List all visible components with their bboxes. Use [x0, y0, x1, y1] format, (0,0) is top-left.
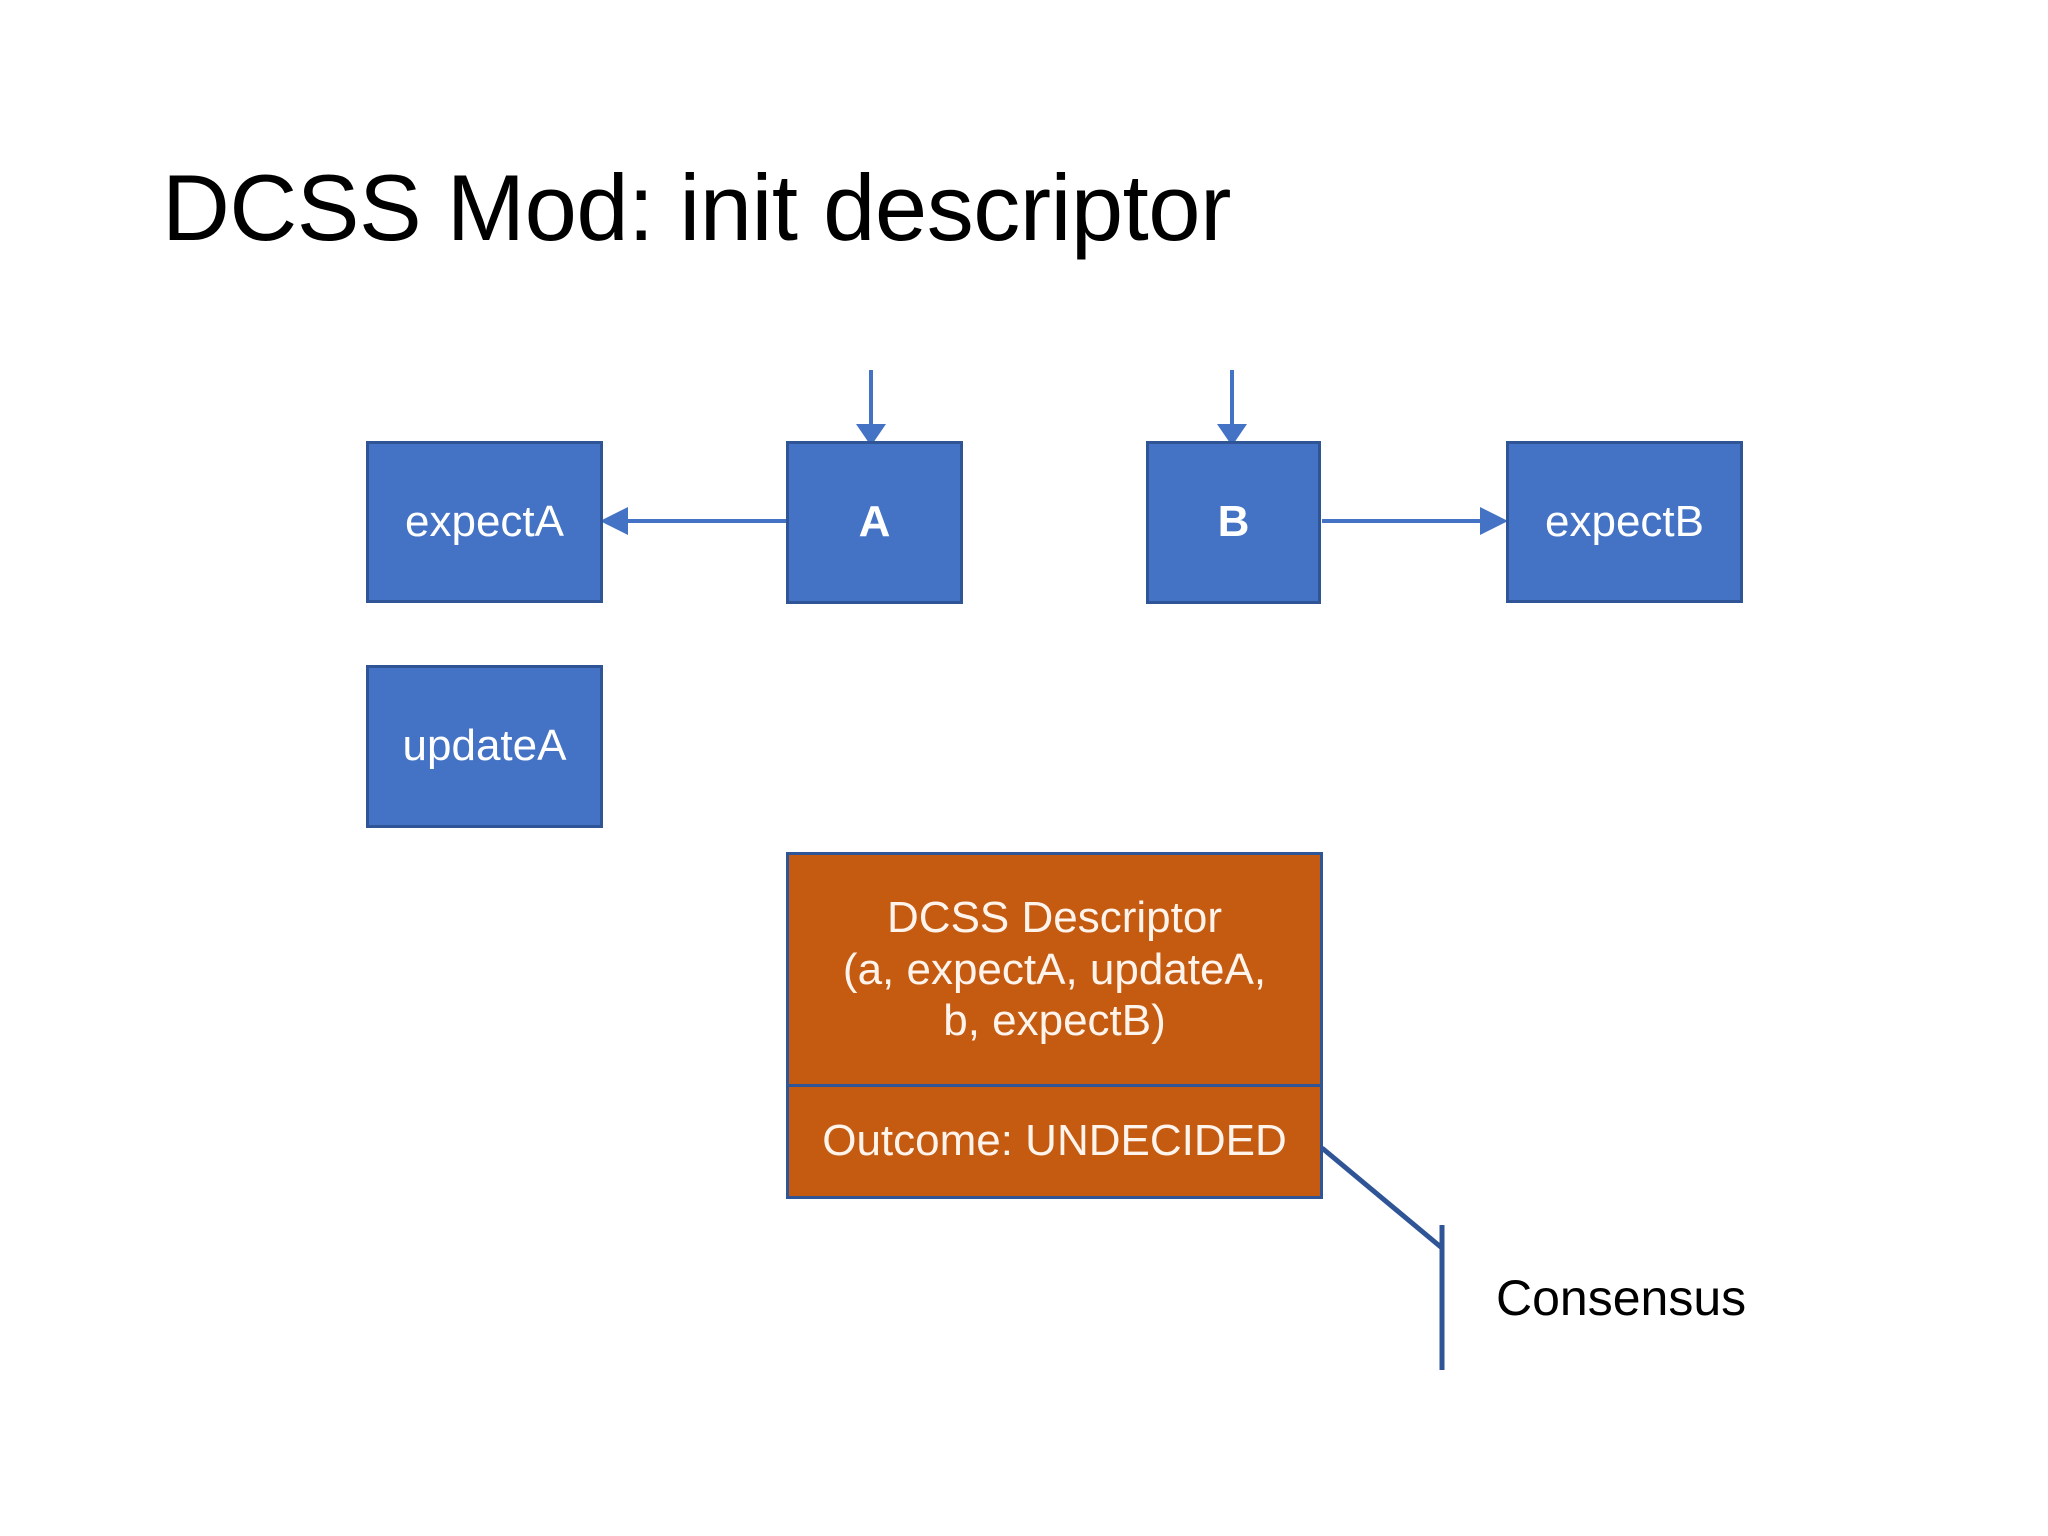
node-expect-b-label: expectB: [1545, 496, 1704, 546]
node-expect-b[interactable]: expectB: [1506, 441, 1743, 603]
arrow-a-to-expecta-icon: [600, 507, 786, 535]
dcss-descriptor-body-text: DCSS Descriptor (a, expectA, updateA, b,…: [842, 892, 1267, 1046]
node-expect-a-label: expectA: [405, 496, 564, 546]
consensus-callout-label: Consensus: [1496, 1270, 1747, 1326]
node-expect-a[interactable]: expectA: [366, 441, 603, 603]
node-b-label: B: [1217, 497, 1250, 547]
node-update-a[interactable]: updateA: [366, 665, 603, 828]
consensus-callout-line: [1320, 1146, 1445, 1370]
dcss-descriptor-body: DCSS Descriptor (a, expectA, updateA, b,…: [789, 855, 1320, 1087]
arrow-into-a-icon: [856, 370, 886, 446]
page-title: DCSS Mod: init descriptor: [162, 155, 1231, 260]
arrow-b-to-expectb-icon: [1322, 507, 1508, 535]
dcss-descriptor[interactable]: DCSS Descriptor (a, expectA, updateA, b,…: [786, 852, 1323, 1199]
node-a-label: A: [858, 497, 891, 547]
dcss-descriptor-outcome: Outcome: UNDECIDED: [789, 1087, 1320, 1196]
arrow-into-b-icon: [1217, 370, 1247, 446]
node-update-a-label: updateA: [402, 721, 567, 771]
node-b[interactable]: B: [1146, 441, 1321, 604]
dcss-descriptor-outcome-text: Outcome: UNDECIDED: [822, 1116, 1287, 1166]
node-a[interactable]: A: [786, 441, 963, 604]
